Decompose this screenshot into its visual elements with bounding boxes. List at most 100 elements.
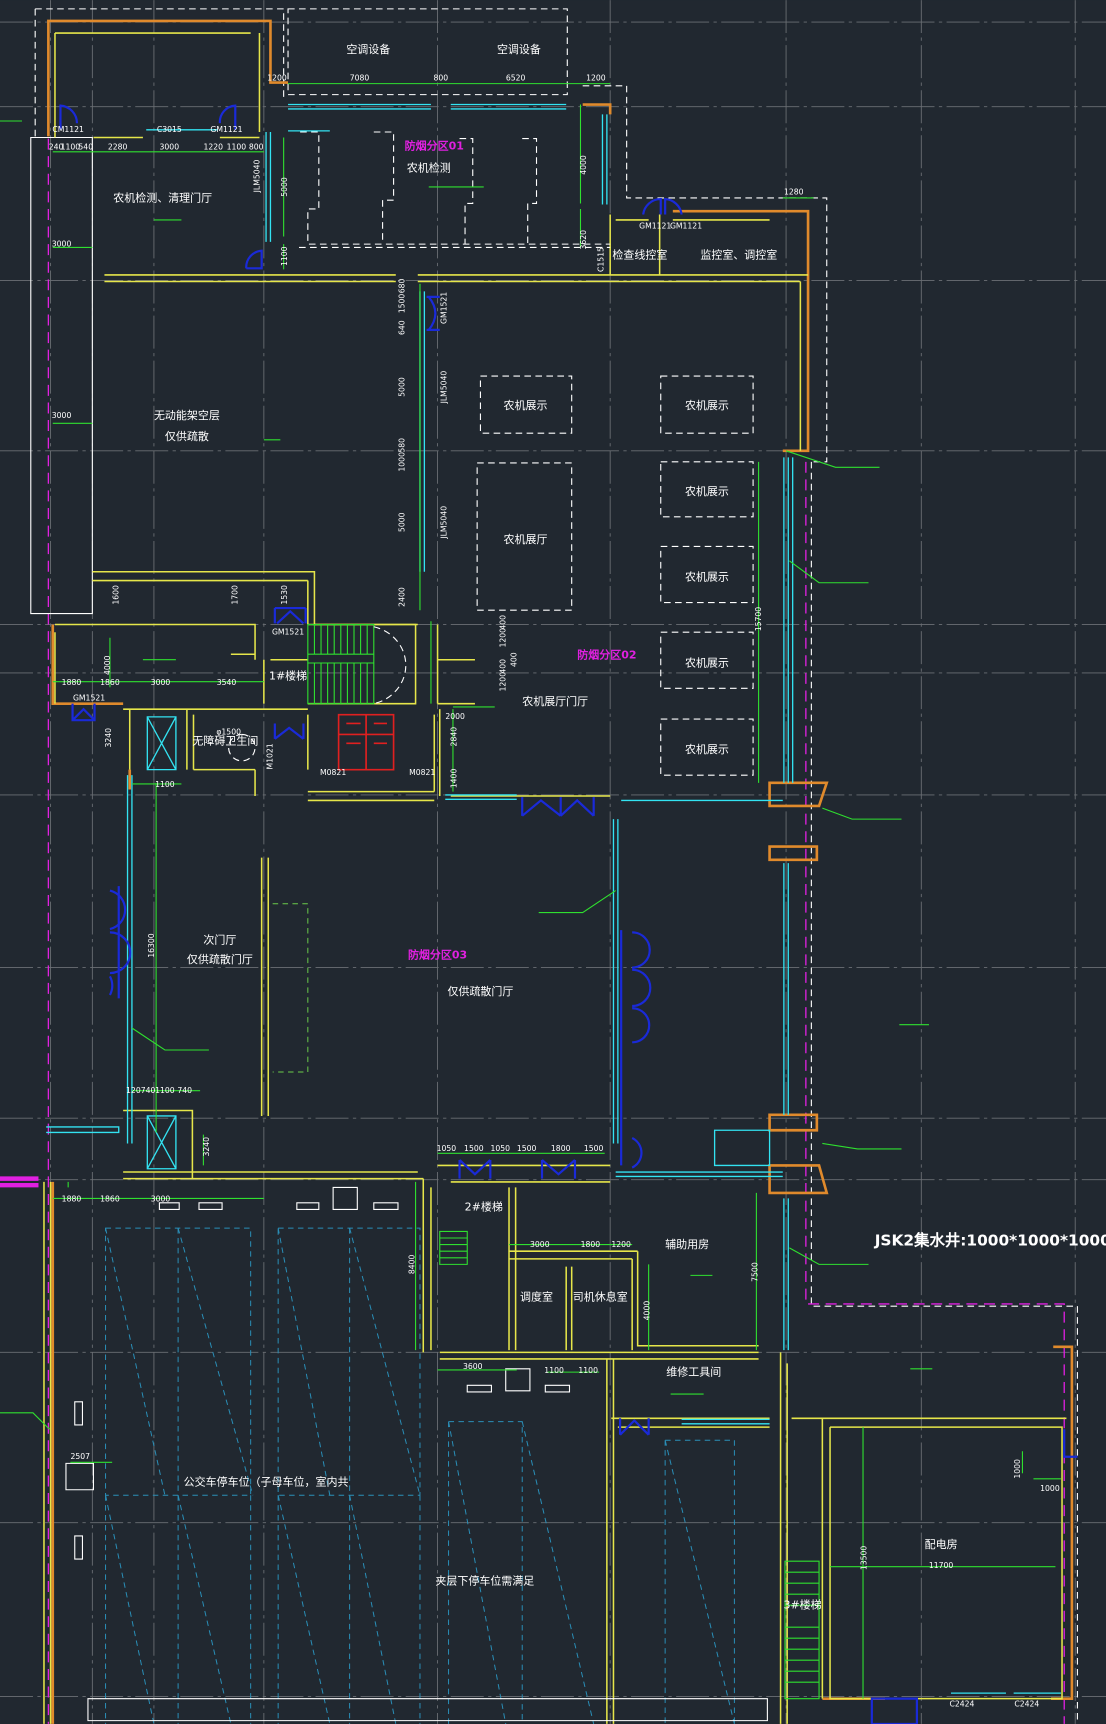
- stairs: [307, 623, 820, 1700]
- door-tag: JLM5040: [439, 506, 448, 540]
- dimension-text: 11700: [929, 1561, 954, 1570]
- room-label: 农机展示: [685, 655, 729, 669]
- dimension-text: 1200: [499, 672, 508, 692]
- exhibit-areas: [272, 131, 754, 1073]
- room-label: 农机展示: [504, 398, 548, 412]
- dimension-text: 1600: [112, 585, 121, 605]
- door-tag: M1021: [266, 743, 275, 769]
- dimension-text: 3000: [151, 1195, 171, 1204]
- dimension-text: 2280: [108, 143, 128, 152]
- dimension-text: 5000: [280, 177, 289, 197]
- dimension-text: 3240: [104, 728, 113, 748]
- sump-note: JSK2集水井:1000*1000*1000: [874, 1231, 1106, 1250]
- dimension-text: 1050: [490, 1144, 510, 1153]
- room-labels: 空调设备 空调设备 农机检测 农机检测、清理门厅 检查线控室 监控室、调控室 无…: [113, 42, 957, 1612]
- dimension-text: 2000: [445, 712, 465, 721]
- dimension-text: 1700: [230, 585, 239, 605]
- dimension-text: 680: [398, 278, 407, 293]
- room-label: 农机展示: [685, 398, 729, 412]
- room-label: 辅助用房: [665, 1237, 709, 1251]
- door-tag: CM1121: [52, 125, 84, 134]
- dimension-text: 1500: [584, 1144, 604, 1153]
- door-tag: GM1521: [73, 693, 105, 702]
- door-tag: GM1121: [639, 222, 671, 231]
- room-label: 维修工具间: [666, 1364, 721, 1378]
- dimension-text: 4000: [103, 655, 112, 675]
- dimension-text: 1050: [437, 1144, 457, 1153]
- dimension-text: 1100: [155, 780, 175, 789]
- dimension-text: 1530: [280, 585, 289, 605]
- dimension-text: 1500: [517, 1144, 537, 1153]
- dimension-text: 1100: [227, 143, 247, 152]
- door-tag: GM1521: [272, 627, 304, 636]
- dimension-text: 1000: [1013, 1459, 1022, 1479]
- room-label: 农机展示: [685, 484, 729, 498]
- dimension-text: 2507: [70, 1452, 90, 1461]
- dimension-text: 8400: [407, 1254, 416, 1274]
- room-label: 仅供疏散: [165, 429, 209, 443]
- dimension-text: 3240: [202, 1137, 211, 1157]
- dimension-text: 1400: [449, 769, 458, 789]
- door-tag: GM1121: [210, 125, 242, 134]
- dimension-text: 2400: [398, 587, 407, 607]
- dimension-text: 400: [499, 659, 508, 674]
- dimension-text: 1100: [578, 1366, 598, 1375]
- room-label: 1#楼梯: [269, 668, 307, 682]
- room-label: 3#楼梯: [783, 1597, 821, 1611]
- dimension-text: 1200: [611, 1240, 631, 1249]
- glass-walls: [46, 103, 1061, 1694]
- room-label: 农机展厅: [504, 532, 548, 546]
- smoke-zone-label: 防烟分区01: [405, 139, 464, 153]
- dimension-text: 1880: [62, 1195, 82, 1204]
- dimension-text: 5000: [398, 512, 407, 532]
- parking-areas: [87, 1227, 768, 1724]
- roof-outlines: [30, 8, 1078, 1724]
- room-label: 调度室: [520, 1290, 553, 1304]
- stair-2: [439, 1230, 468, 1265]
- room-label: 配电房: [925, 1538, 958, 1551]
- dimension-text: 7080: [350, 73, 370, 82]
- fixtures: [65, 713, 571, 1560]
- stair-3: [784, 1560, 820, 1700]
- dimension-text: 400: [510, 652, 519, 667]
- dimension-text: 3000: [530, 1240, 550, 1249]
- dimension-text: 740: [177, 1086, 192, 1095]
- door-tag: JLM5040: [252, 159, 261, 193]
- dimension-text: 1860: [100, 1195, 120, 1204]
- door-tag: GM1521: [439, 292, 448, 324]
- door-tag: GM1121: [670, 222, 702, 231]
- smoke-zone-label: 防烟分区02: [577, 648, 636, 662]
- dimension-text: 1200: [499, 628, 508, 648]
- dimension-text: 1200: [586, 73, 606, 82]
- room-label: 2#楼梯: [465, 1200, 503, 1214]
- dimension-text: 4000: [579, 155, 588, 175]
- dimension-text: 2840: [449, 727, 458, 747]
- dimension-text: 1000: [1040, 1484, 1060, 1493]
- smoke-zone-label: 防烟分区03: [408, 948, 467, 962]
- section-marker: [0, 1176, 39, 1188]
- dimension-text: 1860: [100, 678, 120, 687]
- dimension-text: 1280: [784, 188, 804, 197]
- dimension-text: 1000: [398, 452, 407, 472]
- dimension-text: 16300: [147, 933, 156, 958]
- room-label: 空调设备: [497, 42, 541, 56]
- room-label: 司机休息室: [573, 1290, 628, 1304]
- room-label: 空调设备: [346, 42, 390, 56]
- dimension-text: 15700: [754, 607, 763, 632]
- dimension-text: 3000: [52, 239, 72, 248]
- smoke-zone-labels: 防烟分区01 防烟分区02 防烟分区03: [405, 139, 637, 962]
- dimension-text: 3000: [52, 411, 72, 420]
- room-label: 次门厅: [203, 932, 236, 946]
- dimension-text: 7500: [750, 1262, 759, 1282]
- room-label: 检查线控室: [612, 247, 667, 261]
- door-window-tags: CM1121 C3015 GM1121 GM1121 GM1121 C1515 …: [52, 125, 1039, 1708]
- dimension-text: 400: [499, 615, 508, 630]
- dimension-text: 1880: [62, 678, 82, 687]
- dimension-text: 1100: [61, 143, 81, 152]
- window-tag: C1515: [597, 247, 606, 272]
- room-label: 监控室、调控室: [700, 247, 777, 261]
- dimension-text: 3600: [463, 1362, 483, 1371]
- stair-1: [307, 623, 407, 705]
- dimension-text: 1800: [551, 1144, 571, 1153]
